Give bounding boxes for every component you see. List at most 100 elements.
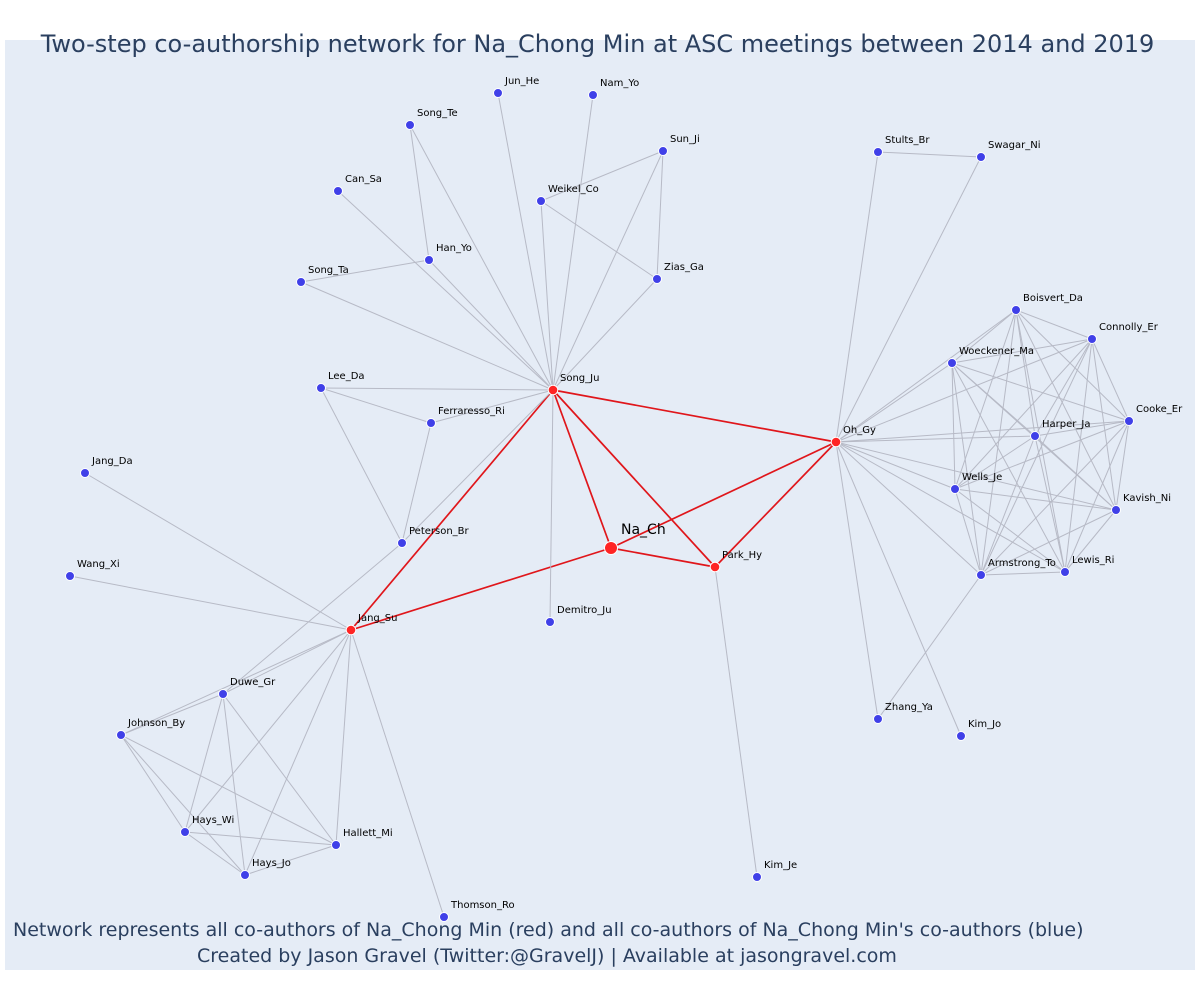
node-label: Zias_Ga: [664, 262, 704, 273]
node-Jang_Su[interactable]: Jang_Su: [345, 613, 397, 636]
node-Demitro_Ju[interactable]: Demitro_Ju: [545, 605, 612, 627]
node-marker[interactable]: [296, 277, 306, 287]
node-Can_Sa[interactable]: Can_Sa: [333, 174, 382, 196]
node-Swagar_Ni[interactable]: Swagar_Ni: [976, 140, 1041, 162]
node-Jun_He[interactable]: Jun_He: [493, 76, 540, 98]
node-marker[interactable]: [180, 827, 190, 837]
node-marker[interactable]: [1060, 567, 1070, 577]
node-Boisvert_Da[interactable]: Boisvert_Da: [1011, 293, 1083, 315]
node-marker[interactable]: [956, 731, 966, 741]
node-label: Ferraresso_Ri: [438, 406, 505, 417]
node-Kim_Je[interactable]: Kim_Je: [752, 860, 798, 882]
node-Stults_Br[interactable]: Stults_Br: [873, 135, 931, 157]
node-marker[interactable]: [947, 358, 957, 368]
node-marker[interactable]: [873, 714, 883, 724]
node-Wang_Xi[interactable]: Wang_Xi: [65, 559, 120, 581]
node-marker[interactable]: [873, 147, 883, 157]
node-Nam_Yo[interactable]: Nam_Yo: [588, 78, 640, 100]
edge-Song_Ju-Nam_Yo: [552, 94, 594, 391]
node-marker[interactable]: [116, 730, 126, 740]
node-label: Na_Ch: [621, 522, 666, 538]
node-marker[interactable]: [950, 484, 960, 494]
node-Ferraresso_Ri[interactable]: Ferraresso_Ri: [426, 406, 505, 428]
edge-Song_Ju-Jun_He: [497, 92, 554, 391]
edge-Boisvert_Da-Armstrong_To: [980, 309, 1017, 576]
node-marker[interactable]: [976, 570, 986, 580]
edge-Wells_Je-Lewis_Ri: [954, 488, 1066, 573]
node-Na_Ch[interactable]: Na_Ch: [604, 522, 666, 555]
node-Duwe_Gr[interactable]: Duwe_Gr: [218, 677, 277, 699]
node-marker[interactable]: [588, 90, 598, 100]
node-Jang_Da[interactable]: Jang_Da: [80, 456, 133, 478]
node-Kavish_Ni[interactable]: Kavish_Ni: [1111, 493, 1172, 515]
node-Thomson_Ro[interactable]: Thomson_Ro: [439, 900, 515, 922]
node-Armstrong_To[interactable]: Armstrong_To: [976, 558, 1056, 580]
edge-Lee_Da-Peterson_Br: [320, 387, 403, 544]
node-Harper_Ja[interactable]: Harper_Ja: [1030, 419, 1091, 441]
node-label: Stults_Br: [885, 135, 930, 146]
node-Peterson_Br[interactable]: Peterson_Br: [397, 526, 470, 548]
node-marker[interactable]: [1087, 334, 1097, 344]
node-marker[interactable]: [397, 538, 407, 548]
node-marker[interactable]: [658, 146, 668, 156]
node-Kim_Jo[interactable]: Kim_Jo: [956, 719, 1002, 741]
node-marker[interactable]: [1124, 416, 1134, 426]
node-marker[interactable]: [1111, 505, 1121, 515]
edge-Song_Ta-Han_Yo: [300, 259, 430, 283]
node-Sun_Ji[interactable]: Sun_Ji: [658, 134, 700, 156]
node-marker[interactable]: [604, 541, 618, 555]
node-marker[interactable]: [333, 186, 343, 196]
edge-Sun_Ji-Zias_Ga: [656, 150, 664, 280]
node-marker[interactable]: [80, 468, 90, 478]
node-marker[interactable]: [1030, 431, 1040, 441]
edge-Cooke_Er-Lewis_Ri: [1064, 420, 1130, 573]
edge-Oh_Gy-Wells_Je: [835, 441, 956, 490]
node-marker[interactable]: [426, 418, 436, 428]
node-Wells_Je[interactable]: Wells_Je: [950, 472, 1003, 494]
node-Lewis_Ri[interactable]: Lewis_Ri: [1060, 555, 1115, 577]
edge-Oh_Gy-Zhang_Ya: [835, 441, 879, 720]
node-marker[interactable]: [976, 152, 986, 162]
node-marker[interactable]: [752, 872, 762, 882]
node-marker[interactable]: [545, 617, 555, 627]
node-Han_Yo[interactable]: Han_Yo: [424, 243, 472, 265]
node-Hallett_Mi[interactable]: Hallett_Mi: [331, 828, 393, 850]
node-marker[interactable]: [547, 384, 559, 396]
node-marker[interactable]: [345, 624, 357, 636]
node-marker[interactable]: [493, 88, 503, 98]
node-Zhang_Ya[interactable]: Zhang_Ya: [873, 702, 933, 724]
node-Zias_Ga[interactable]: Zias_Ga: [652, 262, 704, 284]
node-Song_Ju[interactable]: Song_Ju: [547, 373, 599, 396]
edge-Weikel_Co-Zias_Ga: [540, 200, 658, 280]
node-marker[interactable]: [652, 274, 662, 284]
node-marker[interactable]: [65, 571, 75, 581]
node-Johnson_By[interactable]: Johnson_By: [116, 718, 186, 740]
edge-Oh_Gy-Harper_Ja: [835, 435, 1036, 443]
node-Cooke_Er[interactable]: Cooke_Er: [1124, 404, 1184, 426]
node-marker[interactable]: [439, 912, 449, 922]
edge-Harper_Ja-Lewis_Ri: [1034, 435, 1066, 573]
node-marker[interactable]: [1011, 305, 1021, 315]
node-Connolly_Er[interactable]: Connolly_Er: [1087, 322, 1159, 344]
node-marker[interactable]: [316, 383, 326, 393]
node-Hays_Jo[interactable]: Hays_Jo: [240, 858, 291, 880]
node-marker[interactable]: [830, 436, 842, 448]
node-marker[interactable]: [405, 120, 415, 130]
node-marker[interactable]: [424, 255, 434, 265]
node-Hays_Wi[interactable]: Hays_Wi: [180, 815, 235, 837]
edge-Wells_Je-Kavish_Ni: [954, 488, 1117, 511]
node-marker[interactable]: [218, 689, 228, 699]
node-Park_Hy[interactable]: Park_Hy: [709, 550, 762, 573]
node-marker[interactable]: [536, 196, 546, 206]
node-Lee_Da[interactable]: Lee_Da: [316, 371, 365, 393]
node-marker[interactable]: [331, 840, 341, 850]
node-Oh_Gy[interactable]: Oh_Gy: [830, 425, 876, 448]
node-Woeckener_Ma[interactable]: Woeckener_Ma: [947, 346, 1035, 368]
node-label: Oh_Gy: [843, 425, 876, 436]
node-Weikel_Co[interactable]: Weikel_Co: [536, 184, 599, 206]
node-Song_Ta[interactable]: Song_Ta: [296, 265, 349, 287]
node-marker[interactable]: [709, 561, 721, 573]
node-marker[interactable]: [240, 870, 250, 880]
edge-Jang_Su-Hallett_Mi: [335, 629, 352, 846]
node-Song_Te[interactable]: Song_Te: [405, 108, 458, 130]
